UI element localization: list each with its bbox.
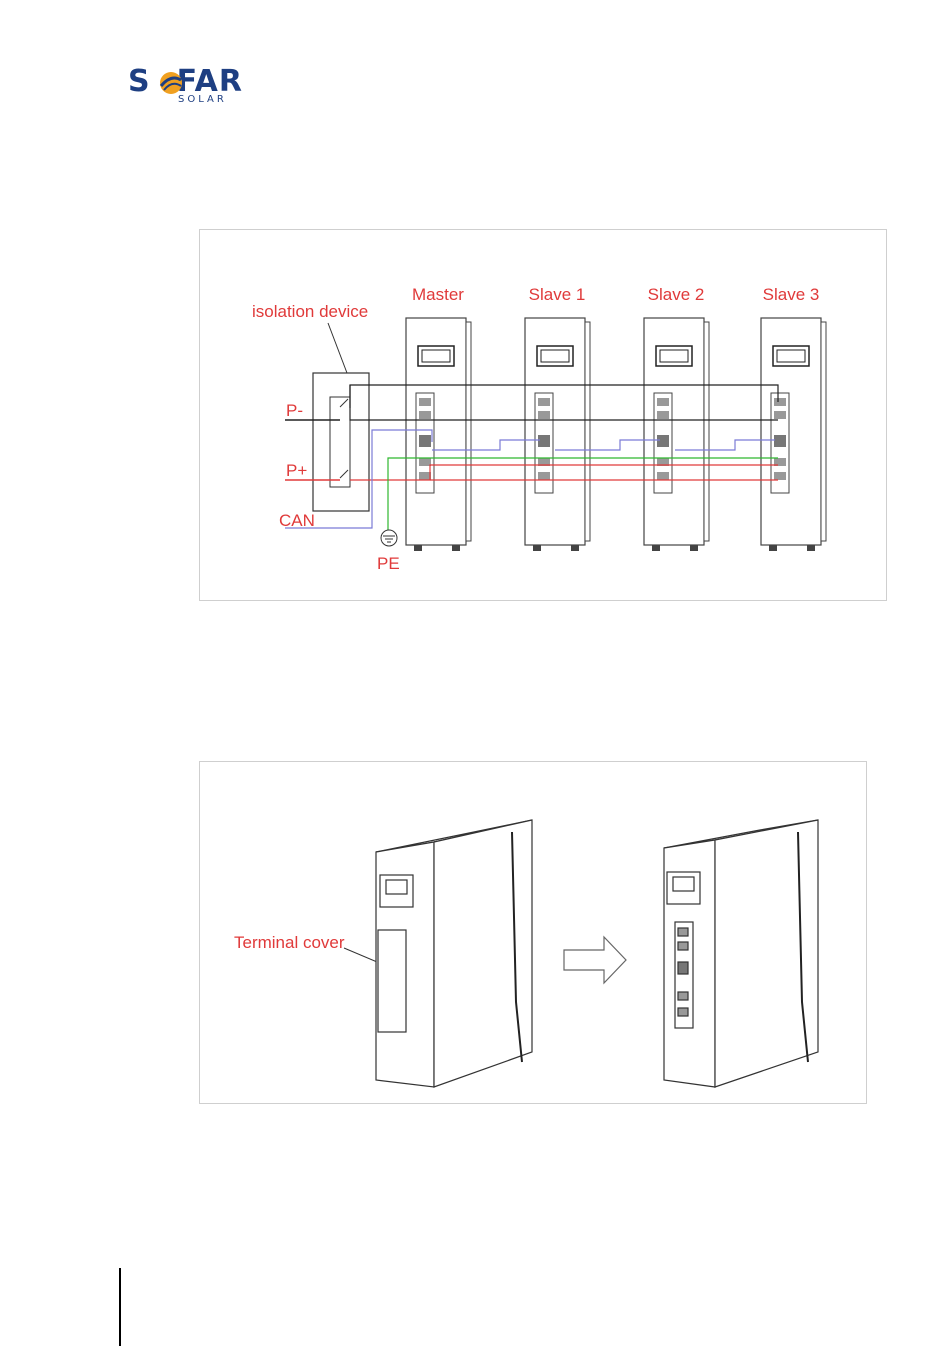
can-label: CAN [279, 511, 315, 530]
logo-subtext: SOLAR [178, 94, 227, 106]
parallel-wiring-diagram: Master Slave 1 Slave 2 Slave 3 isolation… [199, 229, 887, 601]
battery-unit-slave1 [525, 318, 590, 551]
isolation-device-box [313, 373, 369, 511]
ground-icon [381, 530, 397, 546]
p-minus-label: P- [286, 401, 303, 420]
wiring-svg: Master Slave 1 Slave 2 Slave 3 isolation… [200, 230, 886, 600]
page-margin-bar [119, 1268, 121, 1346]
unit-label-slave2: Slave 2 [648, 285, 705, 304]
battery-unit-master [406, 318, 471, 551]
sun-logo-icon [158, 70, 184, 96]
battery-unit-slave3 [761, 318, 826, 551]
arrow-right-icon [564, 937, 626, 983]
cabinet-without-cover [664, 820, 818, 1087]
pe-label: PE [377, 554, 400, 573]
terminal-cover-diagram: Terminal cover [199, 761, 867, 1104]
terminal-cover-label: Terminal cover [234, 933, 345, 952]
unit-label-slave3: Slave 3 [763, 285, 820, 304]
unit-label-slave1: Slave 1 [529, 285, 586, 304]
battery-unit-slave2 [644, 318, 709, 551]
unit-label-master: Master [412, 285, 464, 304]
p-plus-label: P+ [286, 461, 307, 480]
cabinet-with-cover [376, 820, 532, 1087]
isolation-device-label: isolation device [252, 302, 368, 321]
terminal-cover-svg: Terminal cover [200, 762, 866, 1103]
